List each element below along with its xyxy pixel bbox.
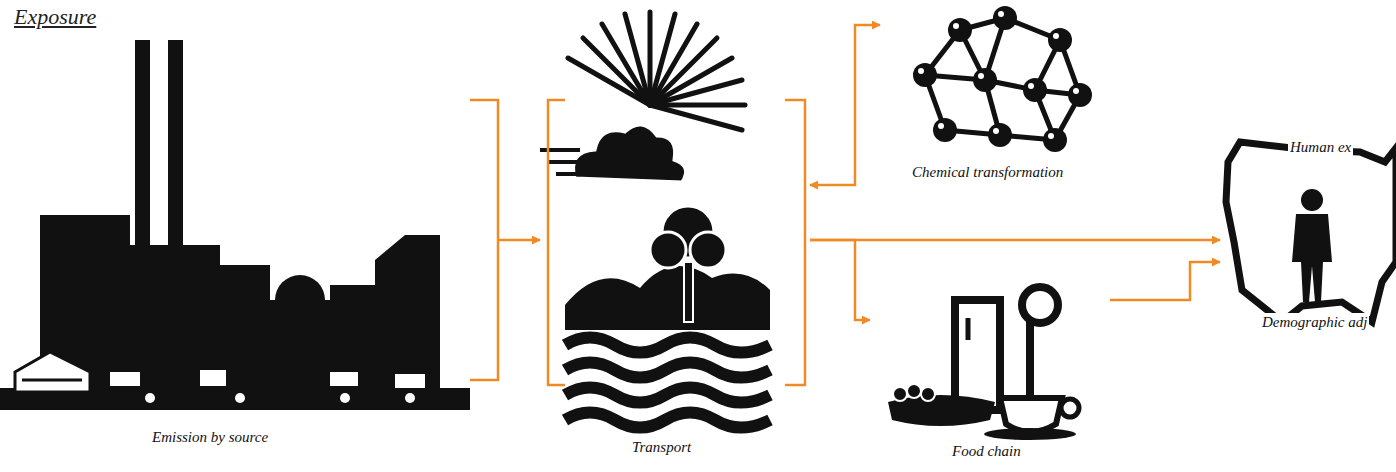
molecule-icon: [978, 73, 984, 79]
map-icon: [1301, 189, 1323, 211]
map-icon: [1292, 214, 1332, 302]
landscape-icon: [565, 206, 770, 428]
landscape-icon: [565, 363, 770, 378]
icon-node: Transport: [540, 10, 810, 465]
molecule-icon: [918, 11, 1079, 139]
food-icon: [1000, 398, 1062, 432]
molecule-icon: [988, 123, 1012, 147]
molecule-icon: [913, 6, 1092, 152]
molecule-icon: [1048, 28, 1072, 52]
molecule-icon: [1023, 78, 1047, 102]
icon-node: Emission by source: [0, 30, 498, 460]
landscape-icon: [565, 338, 770, 353]
molecule-icon: [913, 63, 937, 87]
cloud-icon: [556, 172, 578, 176]
food-icon: [1022, 287, 1058, 323]
factory-icon: [135, 40, 150, 280]
factory-icon: [0, 40, 470, 410]
molecule-icon: [953, 23, 959, 29]
factory-icon: [22, 379, 82, 382]
molecule-icon: [1068, 83, 1092, 107]
sun-icon: [650, 58, 732, 105]
molecule-icon: [918, 68, 924, 74]
bracket: [785, 100, 805, 385]
factory-icon: [340, 393, 350, 403]
food-icon: [966, 318, 971, 340]
map-icon: [1226, 142, 1396, 322]
cloud-icon: [574, 125, 686, 182]
cloud-icon: [540, 148, 580, 152]
node-label: Human ex: [1288, 138, 1353, 156]
factory-icon: [330, 372, 358, 386]
map-icon: [1226, 142, 1396, 322]
factory-icon: [375, 235, 440, 395]
food-icon: [893, 387, 907, 401]
molecule-icon: [993, 6, 1017, 30]
sun-icon: [568, 12, 745, 130]
landscape-icon: [565, 413, 770, 428]
landscape-icon: [650, 232, 686, 268]
bracket: [548, 100, 565, 385]
node-label: Emission by source: [150, 428, 270, 446]
icon-node: Food chain: [870, 280, 1110, 470]
flow-arrow: [810, 240, 870, 320]
food-icon: [907, 384, 921, 398]
landscape-icon: [684, 262, 693, 322]
flow-arrow: [810, 25, 880, 185]
icon-node: Human ex Demographic adj: [1220, 120, 1396, 340]
node-label: Transport: [630, 438, 693, 456]
sun-icon: [568, 58, 650, 105]
landscape-icon: [565, 266, 770, 330]
factory-icon: [275, 275, 325, 325]
molecule-icon: [1043, 128, 1067, 152]
molecule-icon: [998, 11, 1004, 17]
molecule-icon: [1028, 83, 1034, 89]
factory-icon: [200, 370, 226, 386]
node-label: Chemical transformation: [910, 163, 1065, 181]
factory-icon: [405, 393, 415, 403]
factory-icon: [168, 40, 183, 280]
molecule-icon: [948, 18, 972, 42]
molecule-icon: [1073, 88, 1079, 94]
flow-arrow: [498, 239, 540, 242]
molecule-icon: [1053, 33, 1059, 39]
food-icon: [921, 387, 935, 401]
icon-node: Chemical transformation: [880, 5, 1120, 190]
factory-icon: [395, 374, 425, 388]
flow-arrow: [810, 239, 1220, 242]
landscape-icon: [565, 388, 770, 403]
factory-icon: [145, 393, 155, 403]
factory-icon: [330, 285, 375, 395]
food-icon: [1026, 322, 1034, 400]
sun-icon: [650, 80, 742, 105]
food-icon: [1061, 399, 1079, 417]
landscape-icon: [690, 232, 726, 268]
molecule-icon: [933, 118, 957, 142]
molecule-icon: [993, 128, 999, 134]
diagram-title: Exposure: [14, 4, 96, 30]
factory-icon: [110, 372, 140, 386]
molecule-icon: [913, 6, 1092, 152]
molecule-icon: [973, 68, 997, 92]
factory-icon: [15, 352, 90, 392]
bracket: [470, 100, 805, 385]
food-icon: [984, 428, 1076, 440]
bracket: [470, 100, 498, 380]
node-label: Demographic adj: [1260, 313, 1369, 331]
food-icon: [955, 300, 1000, 410]
sun-icon: [650, 105, 742, 130]
flow-arrow: [1110, 262, 1220, 300]
molecule-icon: [1048, 133, 1054, 139]
node-label: Food chain: [950, 442, 1023, 460]
cloud-icon: [548, 160, 578, 164]
food-icon: [888, 287, 1079, 440]
cloud-icon: [540, 125, 686, 182]
factory-icon: [235, 393, 245, 403]
molecule-icon: [938, 123, 944, 129]
